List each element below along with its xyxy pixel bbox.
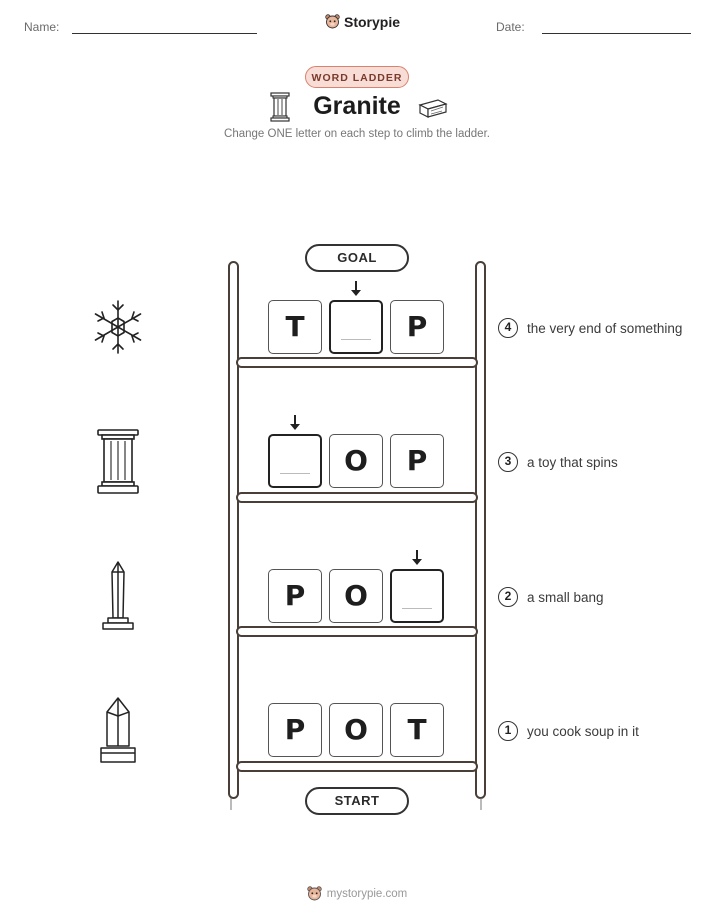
clue-text: a toy that spins [527, 454, 618, 470]
letter-tile: O [329, 703, 383, 757]
letter-tile: O [329, 569, 383, 623]
letter-tile: P [268, 569, 322, 623]
goal-label: GOAL [305, 244, 409, 272]
letter-tile: T [268, 300, 322, 354]
name-line[interactable] [72, 33, 257, 34]
date-line[interactable] [542, 33, 691, 34]
step-number: 3 [498, 452, 518, 472]
footer-url[interactable]: mystorypie.com [326, 888, 408, 900]
start-label: START [305, 787, 409, 815]
clue-4: 4 the very end of something [498, 318, 682, 338]
clue-text: the very end of something [527, 320, 683, 336]
brand-logo: Storypie [325, 14, 400, 30]
instructions: Change ONE letter on each step to climb … [224, 128, 490, 140]
page-title: Granite [313, 92, 401, 120]
letter-tile: P [390, 300, 444, 354]
bear-icon [325, 14, 340, 29]
word-ladder-badge: WORD LADDER [305, 66, 409, 88]
clue-text: you cook soup in it [527, 723, 639, 739]
clue-2: 2 a small bang [498, 587, 604, 607]
column-icon [270, 92, 290, 122]
clue-1: 1 you cook soup in it [498, 721, 639, 741]
clue-3: 3 a toy that spins [498, 452, 618, 472]
name-label: Name: [24, 20, 60, 34]
arrow-down-icon [351, 281, 361, 296]
footer: mystorypie.com [0, 886, 714, 902]
column-icon [97, 429, 139, 494]
blank-letter-tile[interactable] [268, 434, 322, 488]
step-number: 4 [498, 318, 518, 338]
arrow-down-icon [290, 415, 300, 430]
letter-tile: P [390, 434, 444, 488]
arrow-down-icon [412, 550, 422, 565]
crystal-icon [100, 697, 136, 763]
clue-text: a small bang [527, 589, 604, 605]
snowflake-icon [94, 300, 142, 354]
bear-icon [307, 886, 322, 901]
letter-tile: P [268, 703, 322, 757]
granite-slab-icon [418, 99, 448, 118]
blank-letter-tile[interactable] [390, 569, 444, 623]
step-number: 2 [498, 587, 518, 607]
brand-name: Storypie [344, 14, 401, 30]
letter-tile: O [329, 434, 383, 488]
letter-tile: T [390, 703, 444, 757]
date-label: Date: [496, 20, 525, 34]
blank-letter-tile[interactable] [329, 300, 383, 354]
obelisk-icon [102, 561, 134, 630]
ladder-frame [228, 261, 486, 810]
step-number: 1 [498, 721, 518, 741]
